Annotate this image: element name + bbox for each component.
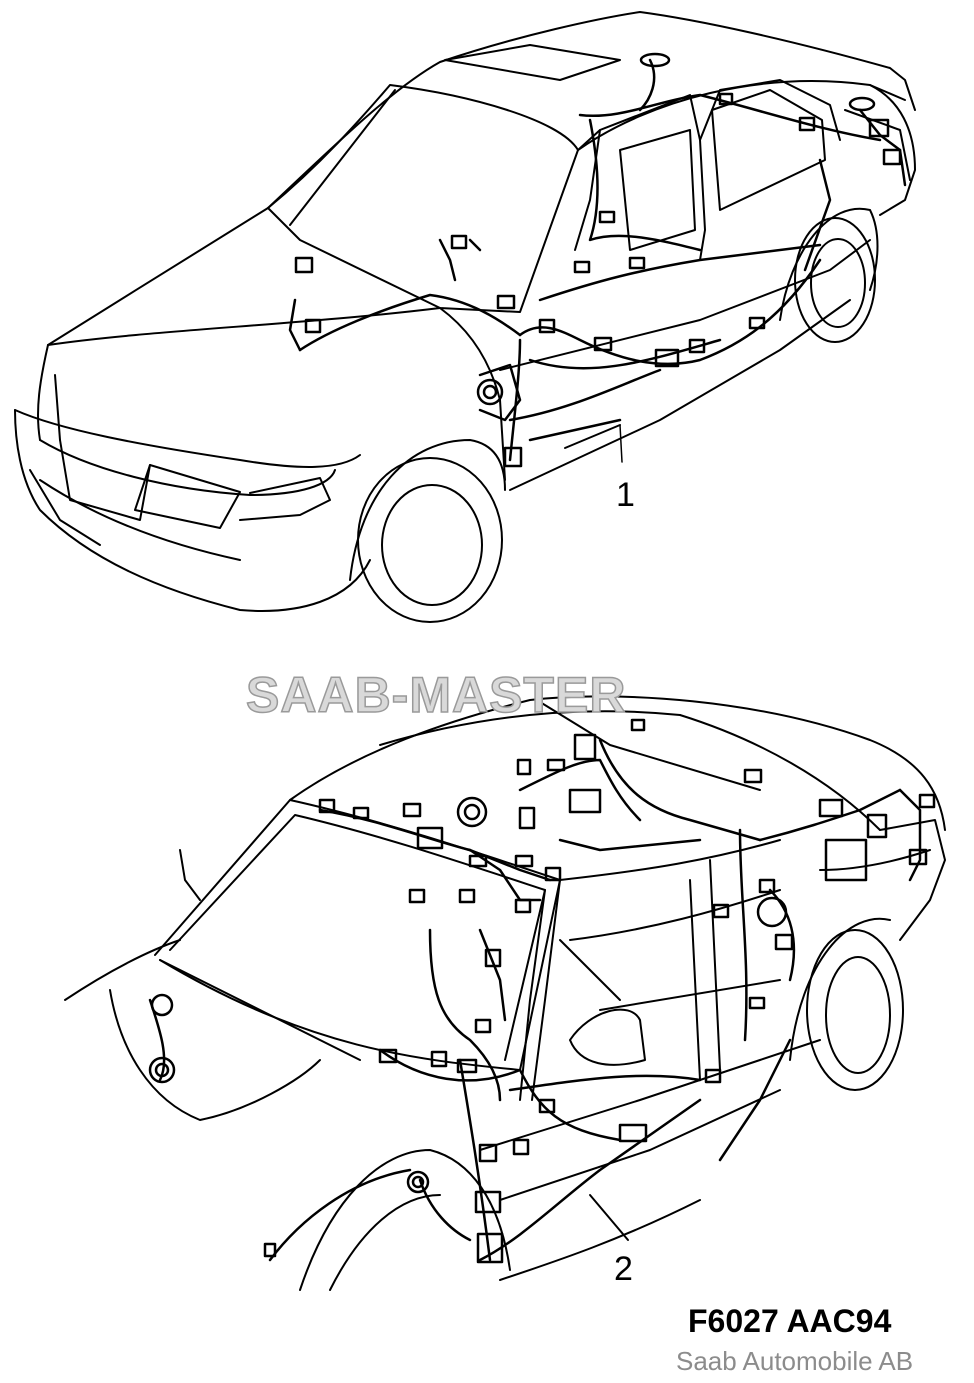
callout-harness-2: 2 [614, 1250, 633, 1288]
figure-code: F6027 AAC94 [688, 1303, 892, 1339]
car-1-harness [288, 52, 907, 468]
car-2-harness [148, 718, 936, 1264]
car-2-body [64, 695, 946, 1291]
copyright-text: Saab Automobile AB [676, 1346, 914, 1376]
callout-harness-1: 1 [616, 476, 635, 514]
watermark-text: SAAB-MASTER [245, 666, 627, 724]
car-1-body [14, 11, 916, 623]
